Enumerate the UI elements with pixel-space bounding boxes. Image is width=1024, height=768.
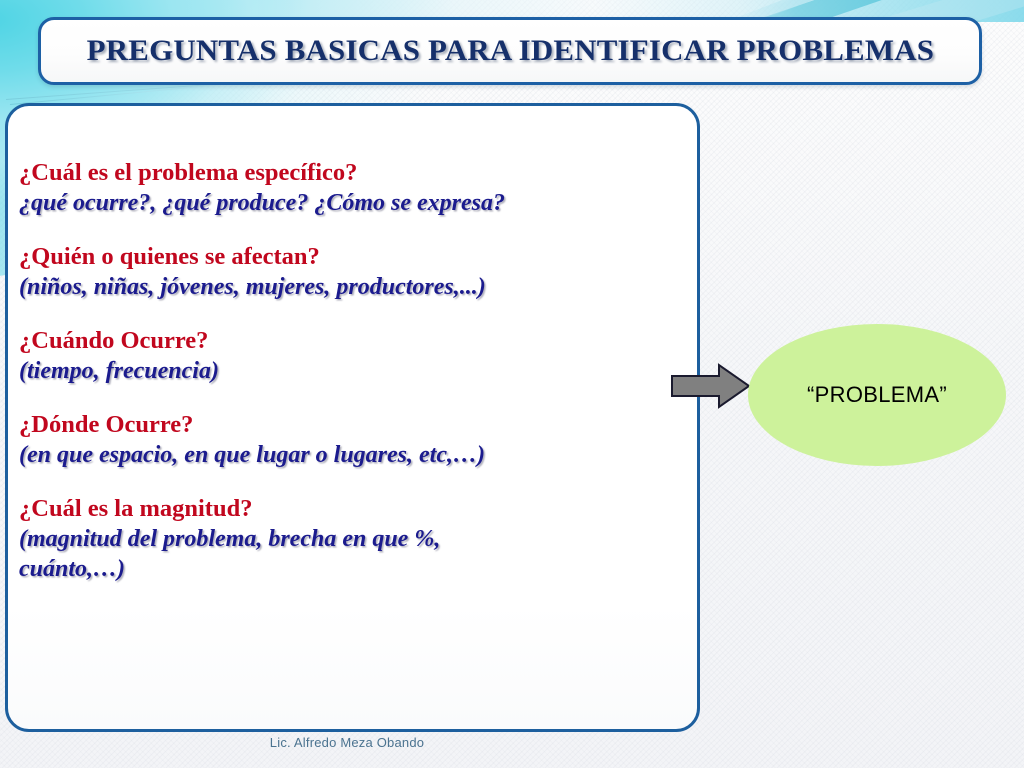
- question-text: ¿Quién o quienes se afectan?: [19, 243, 320, 270]
- question-text: ¿Dónde Ocurre?: [19, 411, 194, 438]
- question-detail-cont: cuánto,…): [19, 556, 126, 582]
- question-block: ¿Cuándo Ocurre? (tiempo, frecuencia): [19, 326, 685, 386]
- question-block: ¿Dónde Ocurre? (en que espacio, en que l…: [19, 410, 685, 470]
- question-detail: ¿qué ocurre?, ¿qué produce? ¿Cómo se exp…: [19, 190, 505, 216]
- question-detail: (magnitud del problema, brecha en que %,: [19, 526, 441, 552]
- page-title: PREGUNTAS BASICAS PARA IDENTIFICAR PROBL…: [86, 34, 934, 67]
- question-text: ¿Cuál es el problema específico?: [19, 159, 358, 186]
- title-box: PREGUNTAS BASICAS PARA IDENTIFICAR PROBL…: [38, 17, 982, 85]
- right-arrow-icon: [671, 363, 751, 409]
- question-detail: (en que espacio, en que lugar o lugares,…: [19, 442, 485, 468]
- footer-credit: Lic. Alfredo Meza Obando: [269, 735, 425, 750]
- ellipse-label: “PROBLEMA”: [807, 382, 947, 407]
- problema-ellipse: “PROBLEMA”: [748, 324, 1006, 466]
- content-panel: ¿Cuál es el problema específico? ¿qué oc…: [5, 103, 700, 732]
- question-block: ¿Quién o quienes se afectan? (niños, niñ…: [19, 242, 685, 302]
- question-text: ¿Cuándo Ocurre?: [19, 327, 209, 354]
- question-list: ¿Cuál es el problema específico? ¿qué oc…: [19, 158, 685, 584]
- question-detail: (tiempo, frecuencia): [19, 358, 219, 384]
- question-detail: (niños, niñas, jóvenes, mujeres, product…: [19, 274, 486, 300]
- question-block: ¿Cuál es el problema específico? ¿qué oc…: [19, 158, 685, 218]
- question-text: ¿Cuál es la magnitud?: [19, 495, 253, 522]
- question-block: ¿Cuál es la magnitud? (magnitud del prob…: [19, 494, 685, 584]
